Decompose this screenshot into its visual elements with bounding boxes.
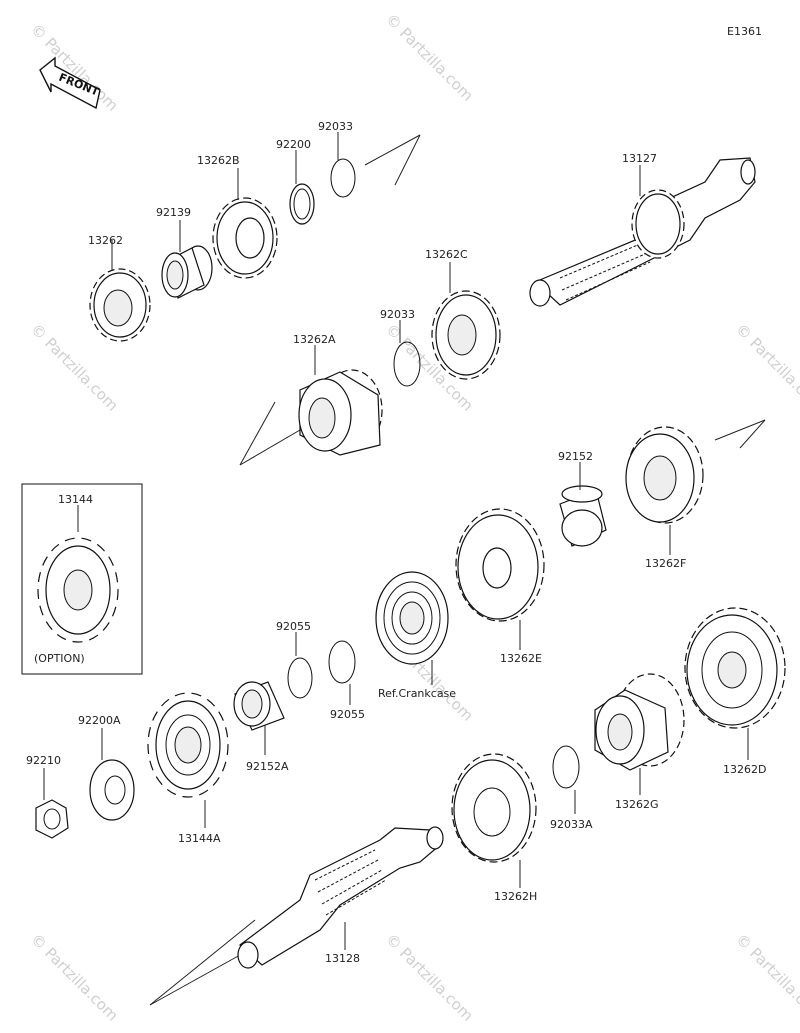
washer-92200[interactable] bbox=[289, 150, 315, 225]
part-label-92033-mid: 92033 bbox=[380, 308, 415, 321]
option-note: (OPTION) bbox=[34, 652, 85, 665]
part-label-92152: 92152 bbox=[558, 450, 593, 463]
collar-92152A[interactable] bbox=[233, 681, 285, 755]
part-label-13262G: 13262G bbox=[615, 798, 659, 811]
part-label-13128: 13128 bbox=[325, 952, 360, 965]
axis-line bbox=[714, 419, 766, 441]
part-label-13262E: 13262E bbox=[500, 652, 542, 665]
part-label-13262C: 13262C bbox=[425, 248, 468, 261]
option-box bbox=[21, 483, 143, 675]
gear-13262F[interactable] bbox=[625, 426, 704, 555]
part-label-13262B: 13262B bbox=[197, 154, 240, 167]
gear-13262E[interactable] bbox=[455, 508, 545, 650]
watermark: © Partzilla.com bbox=[732, 320, 800, 415]
part-label-92200A: 92200A bbox=[78, 714, 121, 727]
gear-13262D[interactable] bbox=[684, 607, 786, 760]
part-label-13144: 13144 bbox=[58, 493, 93, 506]
oring-92055-b[interactable] bbox=[328, 640, 356, 705]
shaft-13127[interactable] bbox=[529, 157, 756, 307]
axis-line bbox=[239, 401, 276, 466]
ref-crankcase-label: Ref.Crankcase bbox=[378, 687, 456, 700]
circlip-92033-mid[interactable] bbox=[393, 320, 421, 387]
part-label-13144A: 13144A bbox=[178, 832, 221, 845]
axis-line bbox=[149, 954, 241, 1006]
watermark: © Partzilla.com bbox=[27, 20, 122, 115]
watermark: © Partzilla.com bbox=[732, 930, 800, 1025]
watermark: © Partzilla.com bbox=[27, 930, 122, 1025]
gear-13262C[interactable] bbox=[431, 262, 501, 380]
washer-92200A[interactable] bbox=[89, 728, 135, 821]
part-label-92210: 92210 bbox=[26, 754, 61, 767]
part-label-13262H: 13262H bbox=[494, 890, 537, 903]
sprocket-13144A[interactable] bbox=[147, 692, 229, 828]
shaft-13128[interactable] bbox=[149, 826, 444, 1006]
part-label-92200: 92200 bbox=[276, 138, 311, 151]
watermark: © Partzilla.com bbox=[382, 10, 477, 105]
gear-13262[interactable] bbox=[89, 240, 151, 342]
axis-line bbox=[394, 134, 421, 186]
diagram-id: E1361 bbox=[727, 25, 762, 38]
gear-13262B[interactable] bbox=[212, 168, 278, 279]
bearing-92139[interactable] bbox=[161, 220, 213, 299]
part-label-13127: 13127 bbox=[622, 152, 657, 165]
part-label-92055-b: 92055 bbox=[330, 708, 365, 721]
circlip-92033-top[interactable] bbox=[330, 132, 356, 198]
part-label-92139: 92139 bbox=[156, 206, 191, 219]
part-label-13262A: 13262A bbox=[293, 333, 336, 346]
gear-13262H[interactable] bbox=[451, 753, 537, 888]
front-arrow-icon: FRONT bbox=[39, 56, 101, 110]
axis-line bbox=[239, 429, 301, 466]
axis-line bbox=[739, 419, 766, 449]
part-label-92033-top: 92033 bbox=[318, 120, 353, 133]
part-label-13262F: 13262F bbox=[645, 557, 686, 570]
axis-line bbox=[364, 134, 421, 166]
part-label-13262D: 13262D bbox=[723, 763, 766, 776]
watermark: © Partzilla.com bbox=[382, 930, 477, 1025]
part-label-13262: 13262 bbox=[88, 234, 123, 247]
nut-92210[interactable] bbox=[35, 768, 69, 839]
collar-92152[interactable] bbox=[559, 462, 607, 547]
part-label-92152A: 92152A bbox=[246, 760, 289, 773]
axis-line bbox=[149, 919, 256, 1006]
watermark-layer: © Partzilla.com © Partzilla.com © Partzi… bbox=[27, 10, 800, 1025]
circlip-92033A[interactable] bbox=[552, 745, 580, 814]
bearing-crankcase bbox=[375, 571, 449, 685]
part-label-92055-a: 92055 bbox=[276, 620, 311, 633]
part-label-92033A: 92033A bbox=[550, 818, 593, 831]
gear-13262G[interactable] bbox=[594, 673, 685, 795]
gear-13262A[interactable] bbox=[298, 345, 383, 456]
oring-92055-a[interactable] bbox=[287, 632, 313, 699]
